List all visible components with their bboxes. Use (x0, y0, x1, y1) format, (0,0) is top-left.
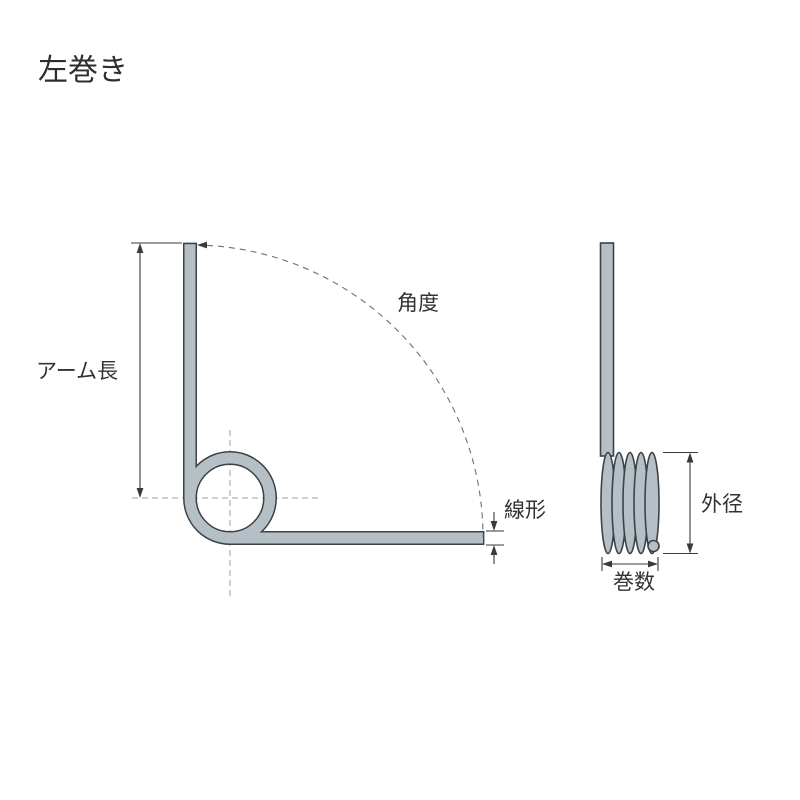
front-view: アーム長 角度 線形 (36, 241, 546, 596)
wire-diameter-arrow-up (490, 545, 498, 555)
angle-dimension: 角度 (197, 241, 484, 538)
wire-end-dot (647, 539, 660, 553)
coil-count-dimension: 巻数 (601, 557, 659, 594)
outer-diameter-arrow-bottom (686, 543, 694, 554)
angle-label: 角度 (397, 292, 439, 315)
arm-length-arrow-down (136, 488, 144, 498)
arm-length-arrow-up (136, 243, 144, 253)
outer-diameter-label: 外径 (701, 493, 743, 516)
side-view: 外径 巻数 (599, 242, 743, 594)
angle-arc (206, 244, 484, 538)
outer-diameter-dimension: 外径 (663, 451, 743, 555)
coil-turn (644, 451, 660, 555)
arm-length-dimension: アーム長 (36, 242, 182, 498)
wire-diameter-label: 線形 (504, 499, 546, 522)
angle-arrow (197, 241, 207, 249)
wire-diameter-arrow-down (490, 521, 498, 531)
arm-length-label: アーム長 (36, 360, 118, 383)
side-arm-bar (599, 242, 615, 457)
wire-diameter-dimension: 線形 (486, 499, 546, 564)
coil-count-arrow-left (602, 560, 612, 568)
page-title: 左巻き (38, 54, 128, 87)
coil-count-label: 巻数 (613, 571, 655, 594)
outer-diameter-arrow-top (686, 452, 694, 463)
coil-count-arrow-right (648, 560, 658, 568)
